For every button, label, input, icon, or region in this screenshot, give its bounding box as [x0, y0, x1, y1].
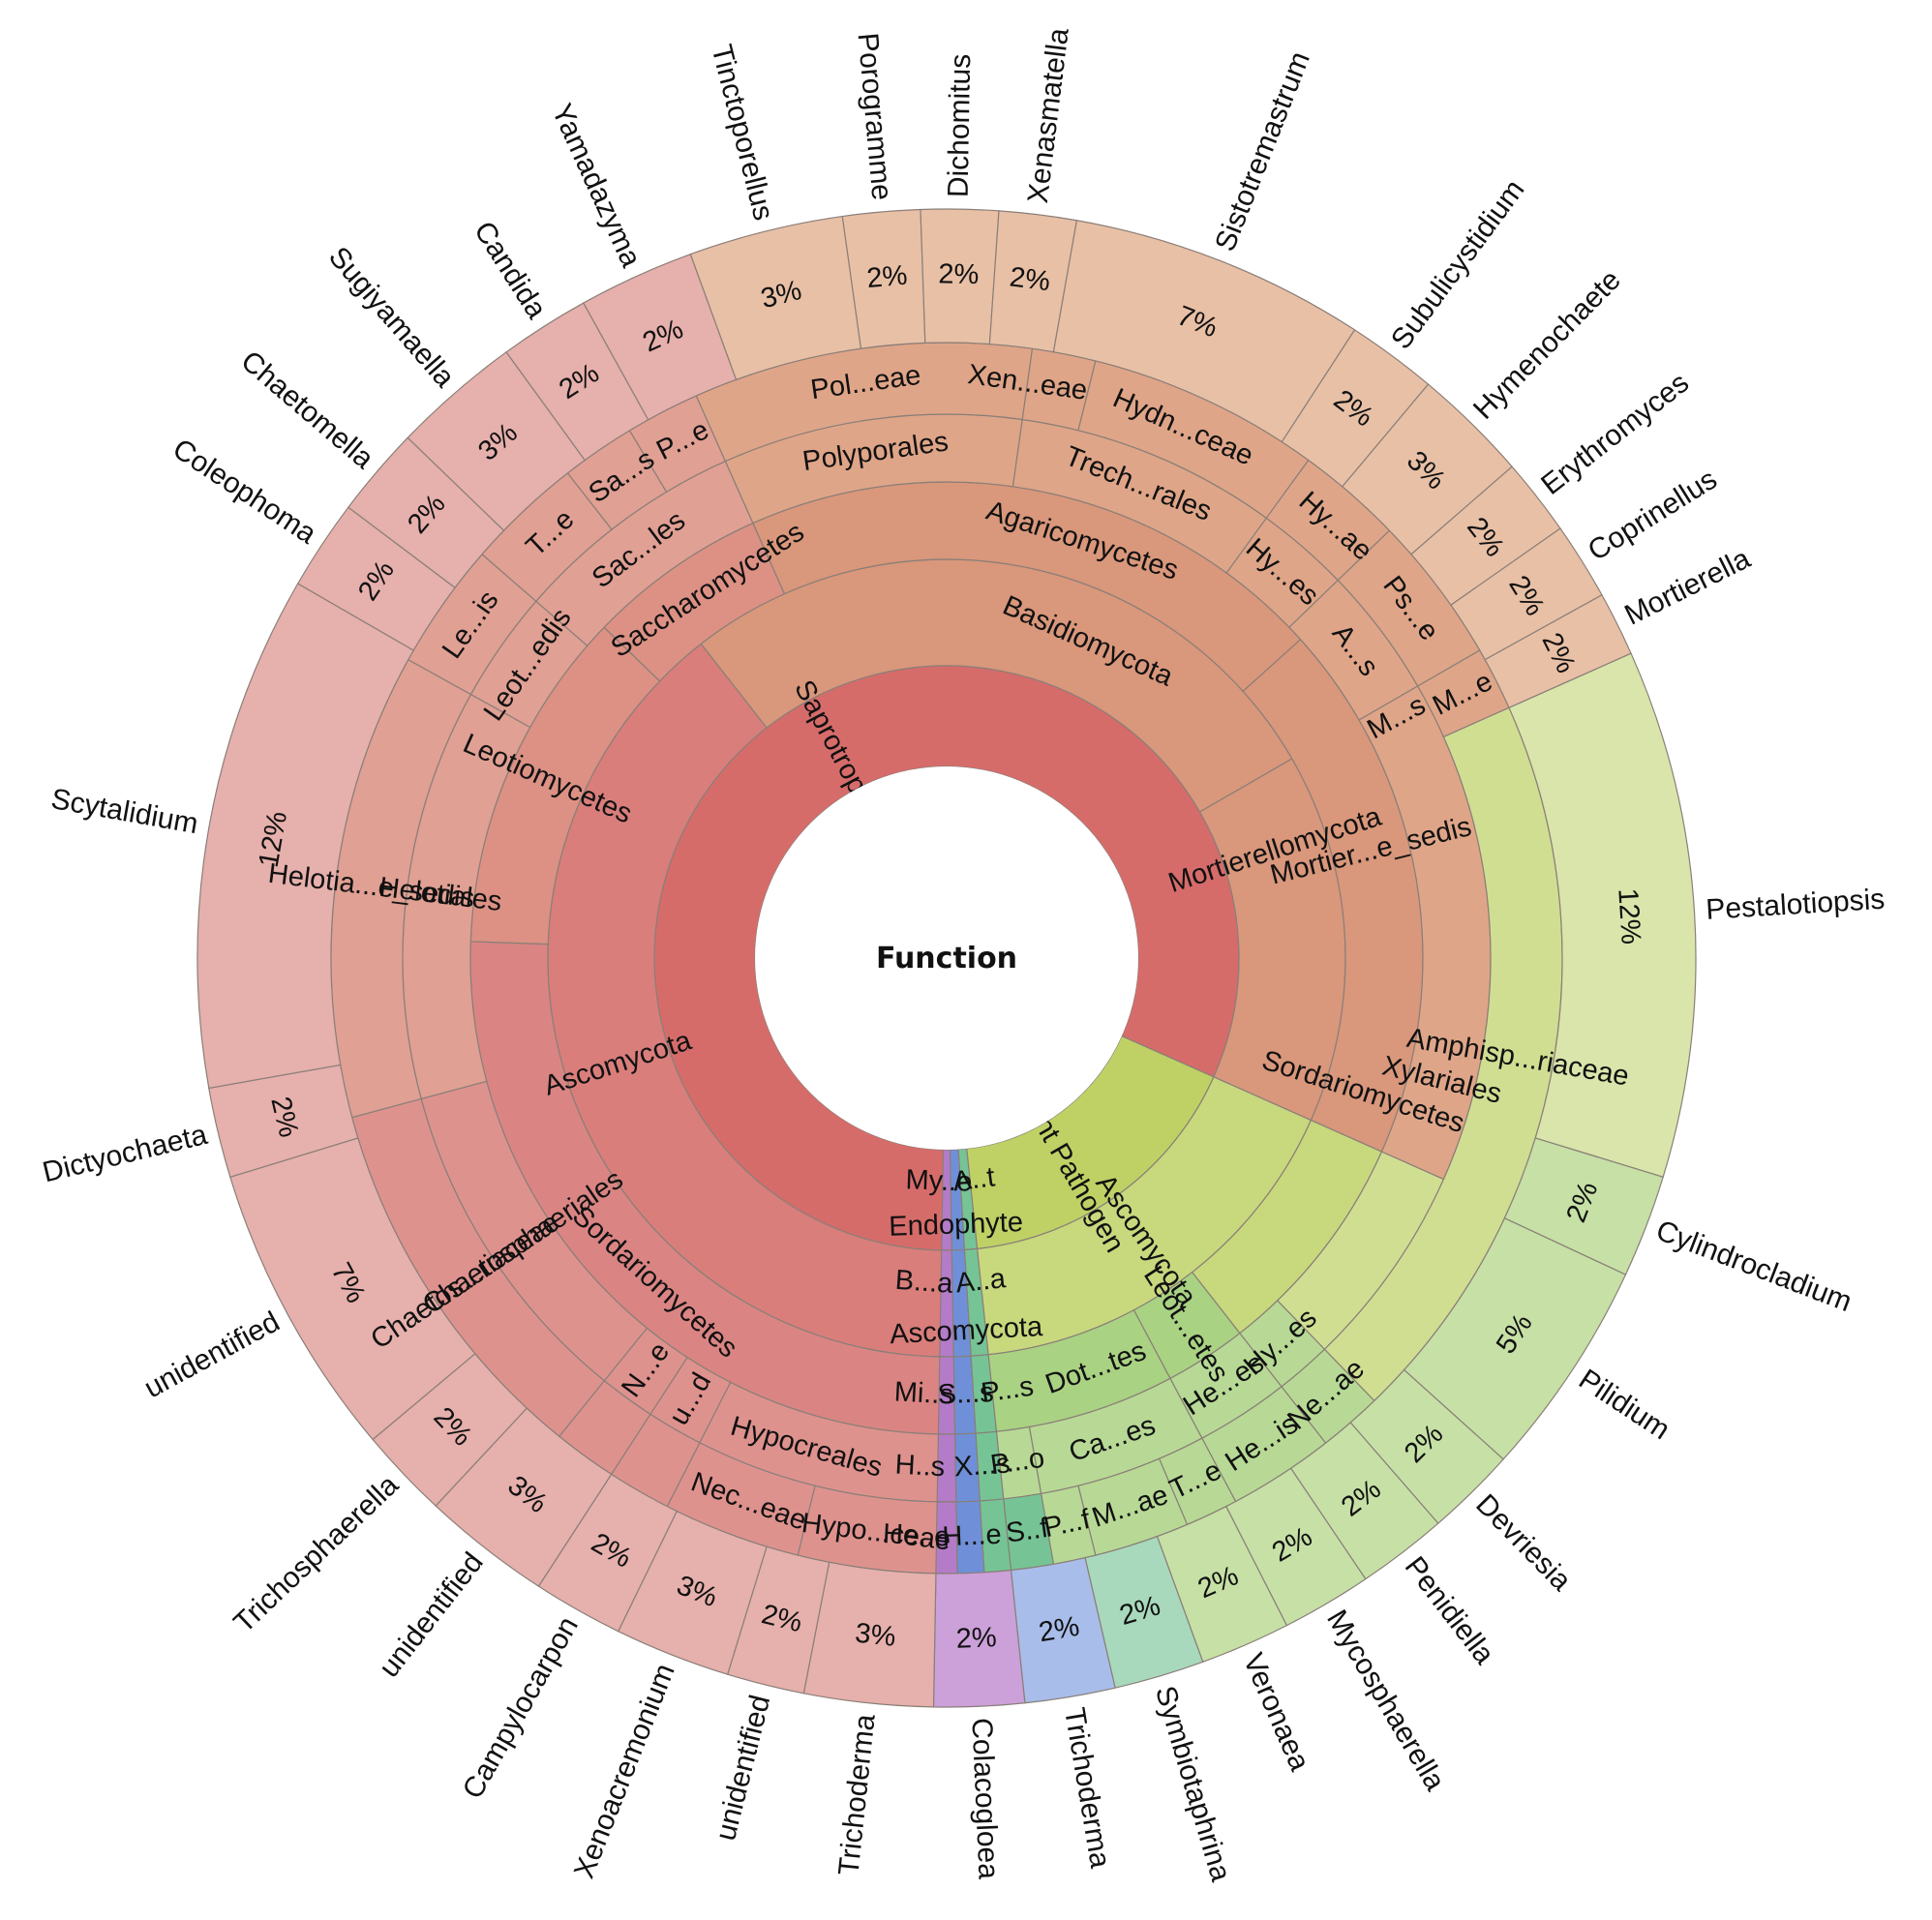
- name-sugiyamaella: Sugiyamaella: [322, 241, 461, 394]
- lbl-ss: S...s: [937, 1377, 994, 1411]
- name-trichoderma: Trichoderma: [1058, 1705, 1116, 1871]
- name-coleophoma: Coleophoma: [166, 433, 321, 551]
- name-unidentified: unidentified: [373, 1546, 489, 1683]
- pct-porogramme: 2%: [865, 260, 909, 295]
- name-erythromyces: Erythromyces: [1535, 367, 1695, 501]
- name-trichosphaerella: Trichosphaerella: [227, 1469, 405, 1639]
- name-dichomitus: Dichomitus: [943, 53, 978, 197]
- lbl-po: P...o: [988, 1443, 1046, 1481]
- name-campylocarpon: Campylocarpon: [457, 1611, 585, 1804]
- name-candida: Candida: [468, 216, 553, 324]
- lbl-aa: A..a: [954, 1263, 1009, 1299]
- center-title: Function: [876, 942, 1017, 975]
- name-chaetomella: Chaetomella: [235, 345, 380, 475]
- pct-trichoderma: 3%: [854, 1618, 897, 1653]
- name-tinctoporellus: Tinctoporellus: [705, 42, 779, 224]
- pct-xenasmatella: 2%: [1008, 261, 1052, 297]
- name-hymenochaete: Hymenochaete: [1467, 264, 1627, 426]
- name-pilidium: Pilidium: [1573, 1364, 1675, 1446]
- pct-pestalotiopsis: 12%: [1612, 887, 1645, 945]
- lbl-mis: Mi..s: [893, 1376, 954, 1410]
- pct-dichomitus: 2%: [938, 258, 979, 290]
- name-unidentified: unidentified: [139, 1305, 286, 1404]
- name-symbiotaphrina: Symbiotaphrina: [1149, 1682, 1237, 1885]
- name-xenasmatella: Xenasmatella: [1022, 26, 1075, 205]
- name-scytalidium: Scytalidium: [48, 783, 200, 840]
- name-yamadazyma: Yamadazyma: [545, 99, 647, 272]
- lbl-ba: B...a: [894, 1265, 955, 1300]
- name-dictyochaeta: Dictyochaeta: [40, 1119, 211, 1189]
- pct-trichoderma: 2%: [1037, 1611, 1082, 1648]
- name-trichoderma: Trichoderma: [832, 1713, 881, 1877]
- segments-layer: [196, 208, 1697, 1708]
- name-sistotremastrum: Sistotremastrum: [1209, 47, 1316, 255]
- lbl-endophyte: Endophyte: [889, 1207, 1024, 1243]
- center-hole: [755, 766, 1138, 1150]
- leaf-yamadazyma: [582, 253, 738, 421]
- lbl-my: My..e: [905, 1164, 973, 1197]
- lbl-xs: X...s: [953, 1448, 1011, 1483]
- name-pestalotiopsis: Pestalotiopsis: [1705, 884, 1886, 926]
- pct-colacogloea: 2%: [955, 1622, 997, 1655]
- name-unidentified: unidentified: [709, 1692, 776, 1844]
- name-porogramme: Porogramme: [852, 32, 898, 202]
- name-veronaea: Veronaea: [1237, 1649, 1316, 1776]
- lbl-hs: H..s: [894, 1450, 946, 1484]
- name-xenoacremonium: Xenoacremonium: [568, 1660, 681, 1883]
- name-penidiella: Penidiella: [1399, 1551, 1501, 1671]
- name-devriesia: Devriesia: [1469, 1488, 1577, 1598]
- name-cylindrocladium: Cylindrocladium: [1651, 1215, 1856, 1318]
- lbl-he: H...e: [942, 1519, 1003, 1553]
- name-mycosphaerella: Mycosphaerella: [1320, 1605, 1451, 1796]
- name-coprinellus: Coprinellus: [1583, 464, 1723, 568]
- name-mortierella: Mortierella: [1619, 542, 1755, 631]
- lbl-sf: S..f: [1004, 1513, 1050, 1549]
- lbl-hee: He..e: [882, 1518, 951, 1553]
- name-subulicystidium: Subulicystidium: [1385, 174, 1531, 355]
- name-colacogloea: Colacogloea: [965, 1717, 1004, 1879]
- lbl-ps: P...s: [980, 1371, 1036, 1409]
- lbl-at: A..t: [951, 1161, 997, 1197]
